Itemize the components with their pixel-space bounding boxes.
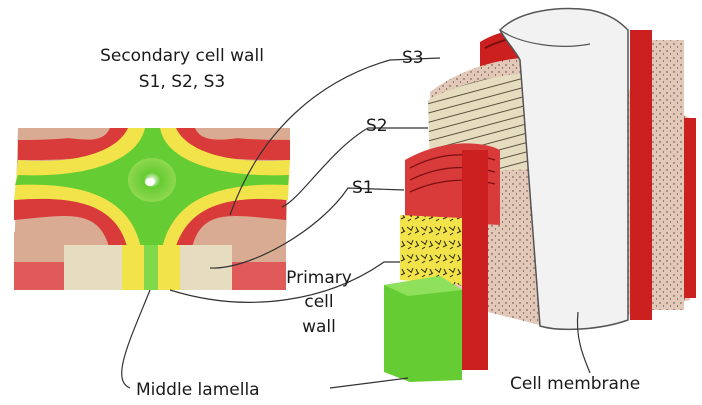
label-primary-cell-wall-2: cell bbox=[274, 292, 364, 313]
label-s3: S3 bbox=[402, 48, 424, 69]
primary-wall-layer bbox=[400, 215, 462, 285]
label-primary-cell-wall-3: wall bbox=[274, 317, 364, 338]
front-face-yellow-right bbox=[158, 245, 180, 290]
label-s2: S2 bbox=[366, 116, 388, 137]
front-face-red-left bbox=[14, 262, 64, 290]
label-secondary-layers: S1, S2, S3 bbox=[62, 72, 302, 93]
front-face-green bbox=[144, 245, 158, 290]
front-face-yellow-left bbox=[122, 245, 144, 290]
front-face-tan-left bbox=[64, 245, 122, 290]
label-primary-cell-wall-1: Primary bbox=[274, 268, 364, 289]
cross-section-block bbox=[14, 128, 290, 290]
label-middle-lamella: Middle lamella bbox=[136, 380, 260, 401]
s3-right-strip bbox=[630, 30, 652, 320]
label-cell-membrane: Cell membrane bbox=[510, 374, 640, 395]
junction-highlight bbox=[145, 178, 155, 186]
label-secondary-cell-wall: Secondary cell wall bbox=[62, 46, 302, 67]
cylinder-model bbox=[384, 9, 696, 382]
leader-middle-lamella bbox=[122, 290, 150, 388]
label-s1: S1 bbox=[352, 178, 374, 199]
